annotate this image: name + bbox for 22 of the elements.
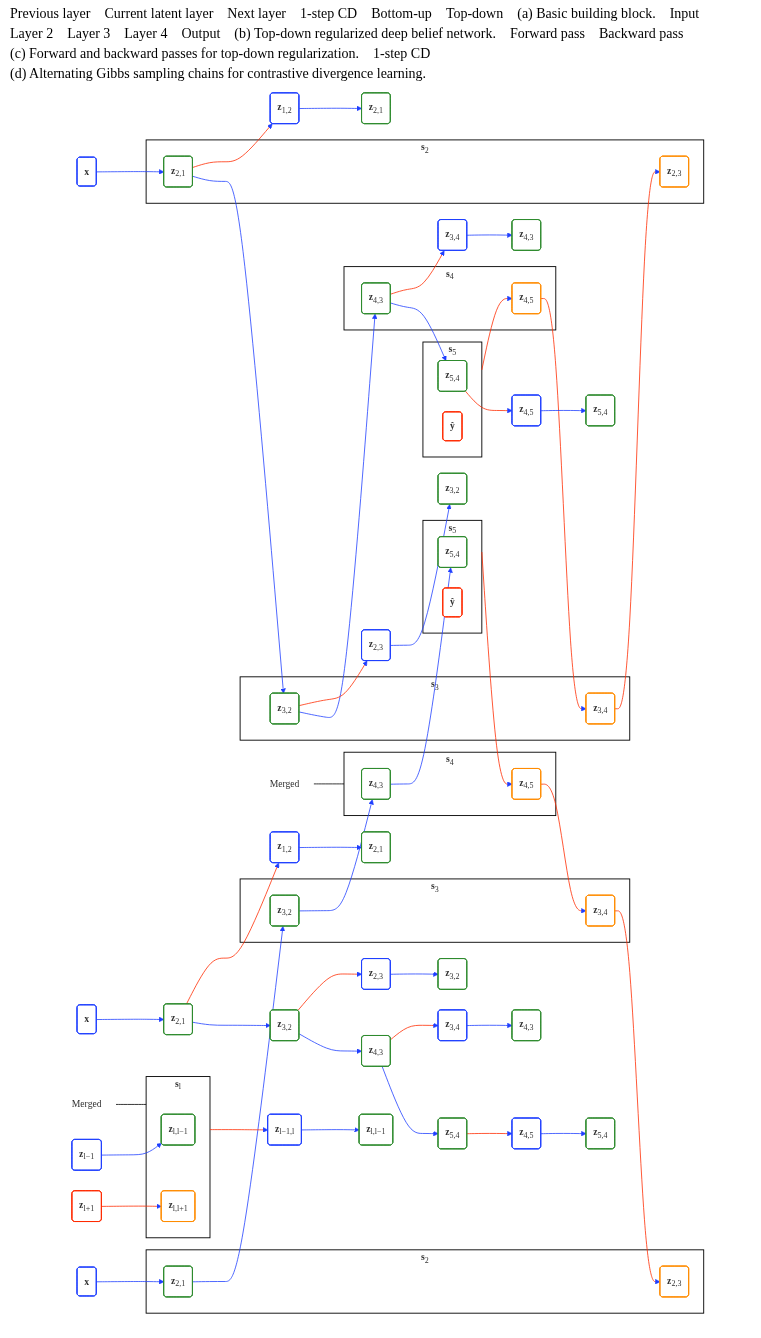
column-heading: Layer 4 bbox=[124, 26, 168, 42]
column-heading: Next layer bbox=[227, 6, 287, 22]
column-heading: Output bbox=[181, 26, 221, 42]
figure-caption: (a) Basic building block. bbox=[517, 6, 656, 22]
figure-caption: (c) Forward and backward passes for top-down regularization. bbox=[10, 46, 360, 62]
step-label: 1-step CD bbox=[300, 6, 358, 22]
node-text: Merged bbox=[71, 1099, 102, 1110]
column-heading: Layer 2 bbox=[10, 26, 54, 42]
column-heading: Layer 3 bbox=[67, 26, 111, 42]
pass-label: Forward pass bbox=[509, 26, 585, 42]
column-heading: Input bbox=[669, 6, 700, 22]
figure-caption: (d) Alternating Gibbs sampling chains for contrastive divergence learning. bbox=[10, 66, 427, 82]
direction-label: Bottom-up bbox=[371, 6, 432, 22]
connector bbox=[313, 783, 345, 785]
column-heading: Current latent layer bbox=[104, 6, 214, 22]
node-text: Merged bbox=[269, 778, 300, 789]
pass-label: Backward pass bbox=[598, 26, 684, 42]
direction-label: Top-down bbox=[445, 6, 504, 22]
connector bbox=[115, 1104, 147, 1105]
figure-caption: (b) Top-down regularized deep belief network. bbox=[234, 26, 496, 42]
step-label: 1-step CD bbox=[373, 46, 431, 62]
column-heading: Previous layer bbox=[10, 6, 91, 22]
